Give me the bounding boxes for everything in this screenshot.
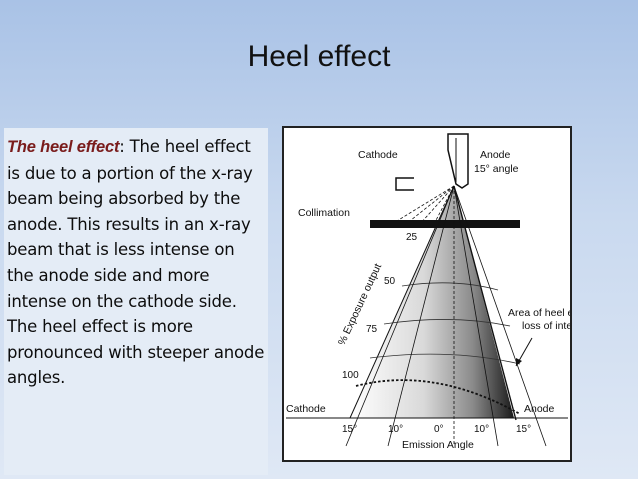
heel-area-label-line1: Area of heel effect [508,307,570,319]
bottom-anode-label: Anode [524,403,555,415]
emission-angle-label: Emission Angle [402,439,474,451]
heel-arrowhead [516,358,522,366]
anode-angle-label: 15° angle [474,163,519,175]
anode-shape [447,133,469,189]
body-paragraph: The heel effect: The heel effect is due … [7,134,265,391]
angle-tick-left-15: 15° [342,424,357,435]
angle-tick-zero: 0° [434,424,444,435]
collimation-label: Collimation [298,207,350,219]
angle-tick-left-10: 10° [388,424,403,435]
heel-area-label-line2: loss of intensity [522,320,570,332]
collimation-bar [370,220,520,228]
slide-title: Heel effect [247,40,391,73]
body-text-box: The heel effect: The heel effect is due … [4,128,268,475]
cathode-cup [395,177,414,191]
heel-effect-term: The heel effect [7,138,120,156]
exposure-level-100: 100 [342,370,359,381]
cathode-label: Cathode [358,149,398,161]
body-text: The heel effect is due to a portion of t… [7,137,265,388]
anode-label: Anode [480,149,511,161]
emission-angle-lines [345,185,547,447]
xray-beam [350,186,514,418]
heel-effect-figure: Cathode Anode 15° angle Collimation % Ex… [282,126,572,462]
heel-effect-diagram: Cathode Anode 15° angle Collimation % Ex… [286,133,570,451]
term-colon: : [119,137,125,156]
exposure-level-50: 50 [384,276,396,287]
intensity-arcs [369,282,521,365]
angle-tick-right-10: 10° [474,424,489,435]
bottom-cathode-label: Cathode [286,403,326,415]
heel-dashed-arc [355,379,521,415]
exposure-level-25: 25 [406,232,418,243]
exposure-level-75: 75 [366,324,378,335]
angle-tick-right-15: 15° [516,424,531,435]
